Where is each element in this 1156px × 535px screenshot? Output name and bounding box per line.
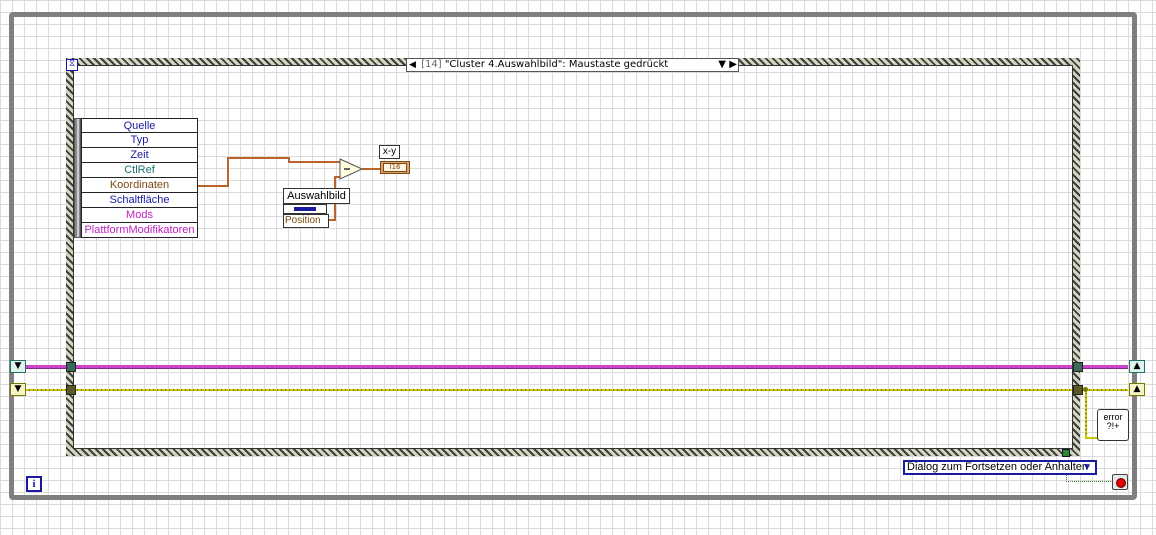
down-arrow-icon: ▼ — [14, 384, 22, 394]
property-name: Position — [285, 215, 321, 226]
event-data-field[interactable]: Typ — [81, 133, 198, 148]
subtract-primitive[interactable] — [339, 158, 363, 180]
dialog-type-enum[interactable]: Dialog zum Fortsetzen oder Anhalten ▼ — [903, 460, 1097, 475]
yellow-wire-tunnel-left[interactable] — [66, 385, 76, 395]
error-handler-vi[interactable]: error ?!+ — [1097, 409, 1129, 441]
pink-wire-tunnel-left[interactable] — [66, 362, 76, 372]
event-structure-output-tunnel[interactable] — [1062, 449, 1070, 457]
coords-wire — [227, 157, 229, 187]
pink-wire-tunnel-right[interactable] — [1073, 362, 1083, 372]
property-node-control[interactable]: Auswahlbild — [283, 188, 350, 204]
position-wire — [334, 176, 340, 178]
indicator-terminal-type: I16 — [383, 163, 407, 172]
shift-register-left-1[interactable]: ▼ — [10, 360, 26, 373]
case-index: [14] — [421, 59, 442, 70]
case-label: "Cluster 4.Auswahlbild": Maustaste gedrü… — [444, 59, 669, 70]
iteration-label: i — [32, 478, 36, 490]
property-node-reference[interactable] — [283, 204, 327, 214]
event-data-field[interactable]: Zeit — [81, 148, 198, 163]
event-data-field[interactable]: Mods — [81, 208, 198, 223]
error-wire — [1085, 437, 1097, 439]
coords-wire — [198, 185, 228, 187]
stop-condition-terminal[interactable] — [1112, 474, 1128, 490]
hourglass-icon[interactable]: ⧖ — [66, 59, 78, 71]
error-wire — [1085, 390, 1087, 438]
reference-icon — [294, 207, 316, 211]
event-data-field[interactable]: Quelle — [81, 118, 198, 133]
down-arrow-icon: ▼ — [14, 361, 22, 371]
iteration-terminal[interactable]: i — [26, 476, 42, 492]
event-data-field[interactable]: Schaltfläche — [81, 193, 198, 208]
event-data-node-handle[interactable] — [74, 118, 81, 238]
up-arrow-icon: ▲ — [1133, 361, 1141, 371]
up-arrow-icon: ▲ — [1133, 384, 1141, 394]
dropdown-icon[interactable]: ▼ — [718, 59, 726, 70]
dialog-type-value: Dialog zum Fortsetzen oder Anhalten — [907, 461, 1088, 473]
event-structure-diagram — [73, 65, 1073, 449]
position-wire — [329, 219, 335, 221]
shift-register-left-2[interactable]: ▼ — [10, 383, 26, 396]
event-data-field[interactable]: CtlRef — [81, 163, 198, 178]
coords-wire — [288, 161, 340, 163]
shift-register-right-2[interactable]: ▲ — [1129, 383, 1145, 396]
coords-wire — [227, 157, 289, 159]
property-node-position[interactable]: Position — [283, 214, 329, 228]
xy-indicator-label: x-y — [379, 145, 400, 159]
stop-icon — [1116, 478, 1126, 488]
event-data-field[interactable]: Koordinaten — [81, 178, 198, 193]
decrement-case-icon[interactable]: ◀ — [409, 60, 416, 70]
yellow-wire-tunnel-right[interactable] — [1073, 385, 1083, 395]
event-data-field[interactable]: PlattformModifikatoren — [81, 223, 198, 238]
coords-wire — [288, 157, 290, 162]
shift-register-right-1[interactable]: ▲ — [1129, 360, 1145, 373]
error-handler-label: error ?!+ — [1103, 412, 1123, 431]
event-case-selector[interactable]: ◀ [14] "Cluster 4.Auswahlbild": Maustast… — [406, 58, 739, 72]
wire-junction — [1083, 387, 1088, 392]
xy-indicator-terminal[interactable]: I16 — [380, 161, 410, 174]
while-loop-structure[interactable] — [9, 12, 1137, 500]
increment-case-icon[interactable]: ▶ — [729, 59, 737, 70]
result-wire — [362, 168, 382, 170]
boolean-wire — [1066, 481, 1113, 482]
chevron-down-icon[interactable]: ▼ — [1082, 462, 1092, 473]
boolean-wire — [1066, 475, 1067, 482]
